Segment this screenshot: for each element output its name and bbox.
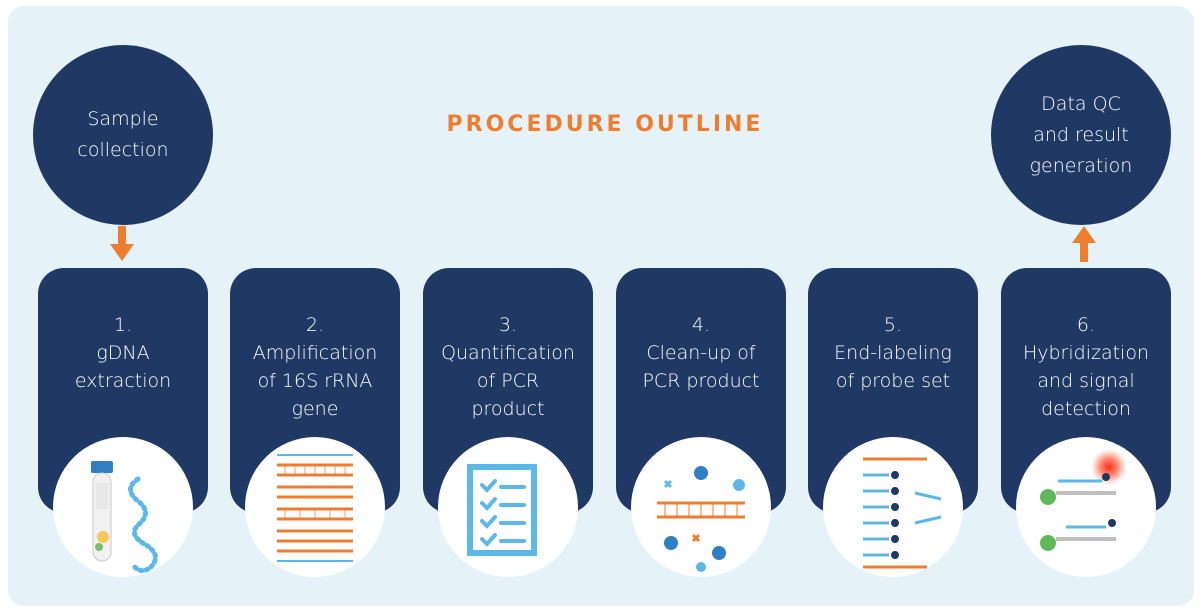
data-qc-label: Data QC and result generation — [1029, 92, 1133, 177]
step-number: 4. — [691, 314, 711, 336]
sample-collection-label: Sample collection — [77, 108, 169, 161]
checklist-icon — [438, 437, 578, 577]
hybridization-signal-icon — [1016, 437, 1156, 577]
arrow-down-icon — [110, 226, 134, 261]
step-number: 5. — [883, 314, 903, 336]
step-number: 6. — [1076, 314, 1096, 336]
arrow-up-icon — [1072, 226, 1096, 262]
step-number: 2. — [305, 314, 325, 336]
step-label: Clean-up of PCR product — [642, 342, 760, 392]
sample-collection-circle: Sample collection — [33, 45, 213, 225]
step-label: Amplification of 16S rRNA gene — [252, 342, 378, 420]
step-number: 1. — [113, 314, 133, 336]
step-label: Quantification of PCR product — [441, 342, 575, 420]
step-label: gDNA extraction — [74, 342, 172, 392]
step-label: Hybridization and signal detection — [1022, 342, 1150, 420]
dna-amplification-icon — [245, 437, 385, 577]
data-qc-circle: Data QC and result generation — [991, 45, 1171, 225]
sample-tube-dna-icon — [53, 437, 193, 577]
enzyme-cleanup-icon — [631, 437, 771, 577]
step-number: 3. — [498, 314, 518, 336]
step-label: End-labeling of probe set — [834, 342, 952, 392]
diagram-title: PROCEDURE OUTLINE — [446, 112, 764, 137]
labeled-probes-icon — [823, 437, 963, 577]
